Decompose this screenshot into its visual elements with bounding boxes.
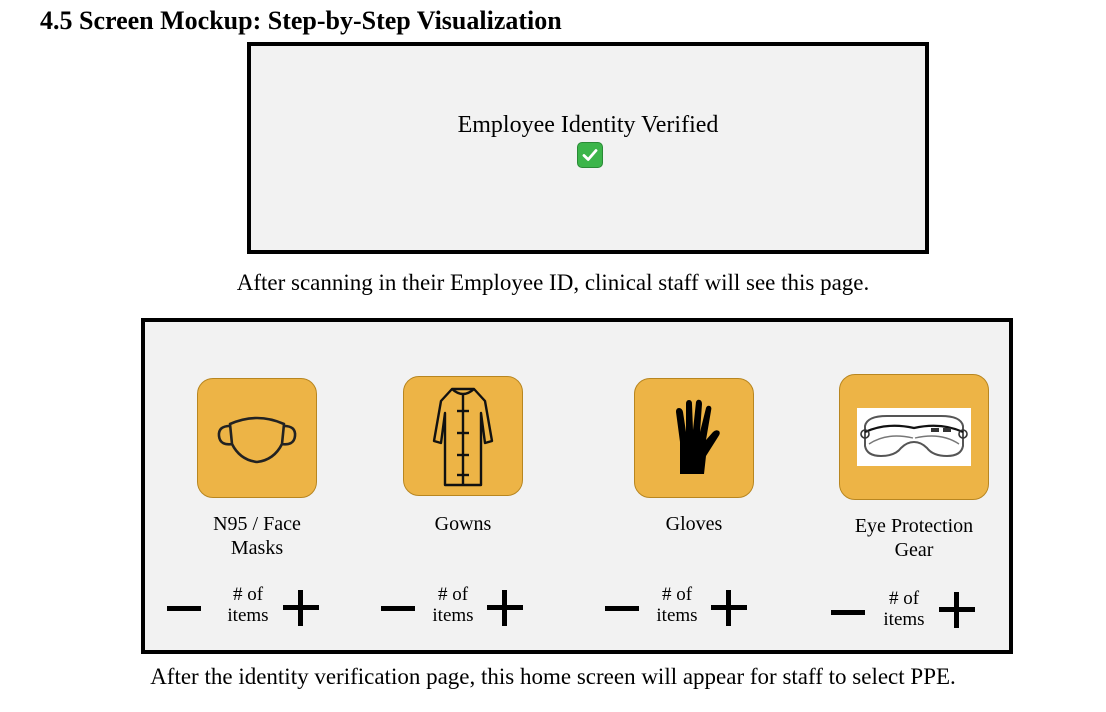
increase-gloves-button[interactable] [711, 590, 747, 626]
ppe-tile-masks[interactable] [197, 378, 317, 498]
ppe-tile-gloves[interactable] [634, 378, 754, 498]
increase-gowns-button[interactable] [487, 590, 523, 626]
count-label-gowns: # of items [432, 584, 474, 626]
face-mask-icon [217, 416, 297, 464]
verification-caption: After scanning in their Employee ID, cli… [236, 270, 870, 295]
increase-masks-button[interactable] [283, 590, 319, 626]
ppe-label-gowns: Gowns [434, 513, 492, 535]
increase-eye-protection-button[interactable] [939, 592, 975, 628]
ppe-tile-eye-protection[interactable] [839, 374, 989, 500]
verification-message: Employee Identity Verified [457, 112, 719, 138]
count-label-eye-protection: # of items [883, 588, 925, 630]
glove-icon [676, 399, 720, 474]
decrease-gowns-button[interactable] [381, 606, 415, 611]
count-label-gloves: # of items [656, 584, 698, 626]
verification-screen-mockup: Employee Identity Verified [247, 42, 929, 254]
counter-eye-protection: # of items [831, 584, 991, 634]
ppe-label-masks: N95 / Face Masks [213, 513, 301, 559]
section-heading: 4.5 Screen Mockup: Step-by-Step Visualiz… [40, 6, 562, 35]
decrease-gloves-button[interactable] [605, 606, 639, 611]
decrease-masks-button[interactable] [167, 606, 201, 611]
ppe-tile-gowns[interactable] [403, 376, 523, 496]
ppe-label-eye-protection: Eye Protection Gear [854, 515, 974, 561]
ppe-label-gloves: Gloves [665, 513, 723, 535]
gown-icon [432, 387, 494, 487]
goggles-icon [857, 408, 971, 466]
decrease-eye-protection-button[interactable] [831, 610, 865, 615]
green-check-icon [577, 142, 603, 168]
count-label-masks: # of items [227, 584, 269, 626]
ppe-home-screen-mockup: N95 / Face Masks # of items Gowns # of i… [141, 318, 1013, 654]
home-screen-caption: After the identity verification page, th… [150, 664, 956, 689]
counter-gowns: # of items [381, 580, 541, 630]
counter-masks: # of items [167, 580, 327, 630]
counter-gloves: # of items [605, 580, 765, 630]
